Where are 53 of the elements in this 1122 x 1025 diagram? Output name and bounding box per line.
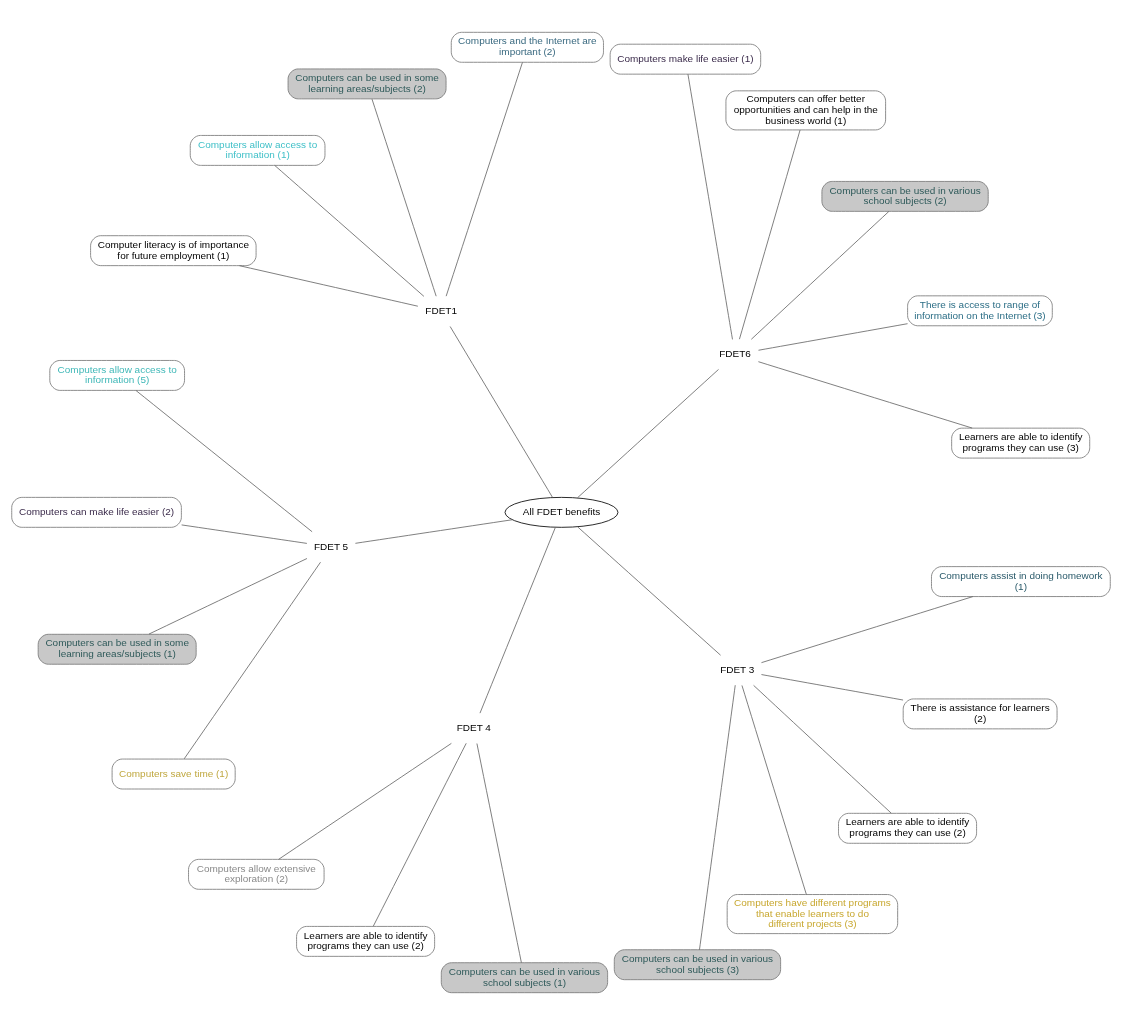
node-box: Computers can make life easier (2) xyxy=(11,496,182,528)
connector xyxy=(753,684,892,814)
connector xyxy=(135,390,313,533)
node-box: Computers make life easier (1) xyxy=(609,43,762,75)
node-box: There is access to range of information on the Internet (3) xyxy=(907,295,1053,327)
connector xyxy=(761,674,904,701)
node-text: FDET6 xyxy=(719,348,751,360)
connector xyxy=(758,323,908,351)
node-box: Computers can be used in some learning areas/subjects (2) xyxy=(287,68,447,100)
connector xyxy=(449,326,553,498)
node-box: Computers can be used in various school subjects (3) xyxy=(613,949,782,981)
connector xyxy=(750,211,890,340)
connector xyxy=(274,165,425,297)
node-box: Learners are able to identify programs they can use (3) xyxy=(951,427,1091,459)
connector xyxy=(577,526,721,656)
connector xyxy=(372,742,467,927)
node-box: Computers have different programs that enable learners to do different projects (3) xyxy=(726,894,899,935)
node-box: Learners are able to identify programs they can use (2) xyxy=(296,926,436,957)
node-box: Computers and the Internet are important (2) xyxy=(450,31,604,63)
node-box: Computers save time (1) xyxy=(111,758,236,790)
node-box: Computers can be used in some learning areas/subjects (1) xyxy=(37,633,197,665)
connector xyxy=(355,519,513,544)
node-ellipse: All FDET benefits xyxy=(504,496,619,528)
node-text: FDET1 xyxy=(425,305,457,317)
node-box: Computer literacy is of importance for future employment (1) xyxy=(90,235,257,267)
connector xyxy=(699,684,736,951)
connector xyxy=(761,596,974,664)
connector xyxy=(278,742,452,860)
connector xyxy=(757,361,973,429)
node-text: FDET 5 xyxy=(314,540,349,552)
connector xyxy=(183,561,321,760)
node-box: Computers can offer better opportunities and can help in the business world (1) xyxy=(725,90,886,131)
connector xyxy=(577,369,719,499)
node-text: FDET 3 xyxy=(720,663,755,675)
node-box: Computers can be used in various school subjects (2) xyxy=(821,181,989,212)
connector xyxy=(739,129,801,340)
connector xyxy=(741,685,807,895)
node-box: Computers allow extensive exploration (2) xyxy=(188,858,325,890)
connector xyxy=(476,743,522,964)
node-box: Computers can be used in various school subjects (1) xyxy=(440,962,609,994)
connector xyxy=(479,527,556,714)
connector xyxy=(238,265,419,307)
node-box: Computers allow access to information (5) xyxy=(49,360,185,391)
connector xyxy=(687,73,733,340)
node-box: Computers assist in doing homework (1) xyxy=(931,566,1111,597)
node-box: There is assistance for learners (2) xyxy=(902,698,1058,730)
connector xyxy=(148,558,308,635)
connector xyxy=(371,98,437,297)
node-box: Computers allow access to information (1) xyxy=(189,135,326,166)
connector xyxy=(445,61,523,297)
connector xyxy=(181,524,308,544)
node-text: FDET 4 xyxy=(456,721,491,733)
node-box: Learners are able to identify programs they can use (2) xyxy=(838,812,977,844)
